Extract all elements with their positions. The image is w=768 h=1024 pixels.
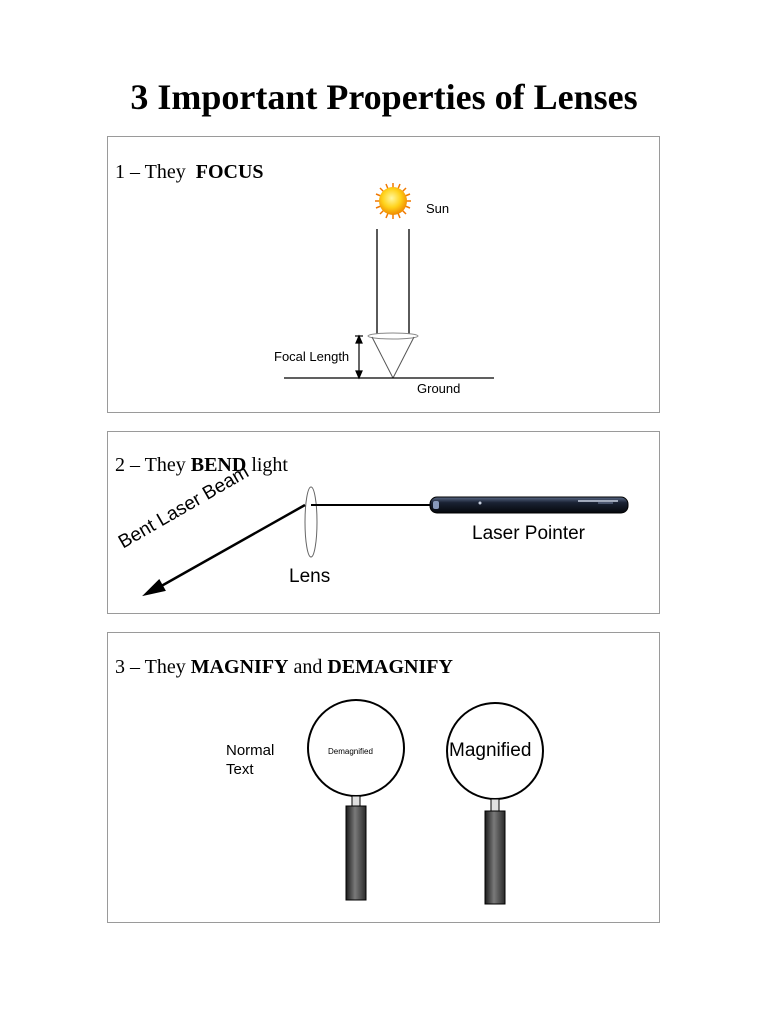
lens-shape [367,332,419,340]
panel-magnify-heading: 3 – They MAGNIFY and DEMAGNIFY [115,656,453,679]
panel-bend: 2 – They BEND light Bent Laser Beam Lens… [107,431,660,614]
normal-text-label: Normal Text [226,741,274,779]
bent-beam-arrow [142,503,306,597]
panel-bend-heading: 2 – They BEND light [115,454,288,477]
focal-length-label: Focal Length [274,349,350,364]
magnifier-diagram [307,699,544,905]
focused-cone [371,336,415,379]
bend-diagram [142,486,629,597]
lens-shape [304,486,318,558]
normal-text-line1: Normal [226,742,275,759]
sun-label: Sun [426,201,450,216]
demagnified-label: Demagnified [328,747,373,756]
panel-magnify-conjunction: and [293,656,323,678]
panel-focus-keyword: FOCUS [195,161,264,183]
panel-magnify: 3 – They MAGNIFY and DEMAGNIFY Normal Te… [107,632,660,923]
sun-icon [375,183,411,219]
magnifying-glass-icon [307,699,405,901]
focus-diagram [284,183,494,380]
panel-magnify-keyword1: MAGNIFY [190,656,289,678]
panel-focus: 1 – They FOCUS [107,136,660,413]
panel-magnify-number: 3 – They [115,656,186,678]
magnified-label: Magnified [449,740,532,761]
panel-focus-number: 1 – They [115,161,186,183]
panel-bend-number: 2 – They [115,454,186,476]
panel-focus-heading: 1 – They FOCUS [115,161,264,184]
ground-label: Ground [417,381,461,396]
normal-text-line2: Text [226,761,254,778]
sunlight-rays [376,229,410,336]
magnifying-glass-icon [446,702,544,905]
page-title: 3 Important Properties of Lenses [130,77,638,117]
panel-bend-keyword: BEND [190,454,247,476]
lens-label: Lens [289,566,331,587]
laser-pointer-icon [429,496,629,514]
laser-pointer-label: Laser Pointer [472,523,586,544]
focal-length-arrow [355,334,363,380]
panel-bend-suffix: light [251,454,288,476]
panel-magnify-keyword2: DEMAGNIFY [327,656,453,678]
